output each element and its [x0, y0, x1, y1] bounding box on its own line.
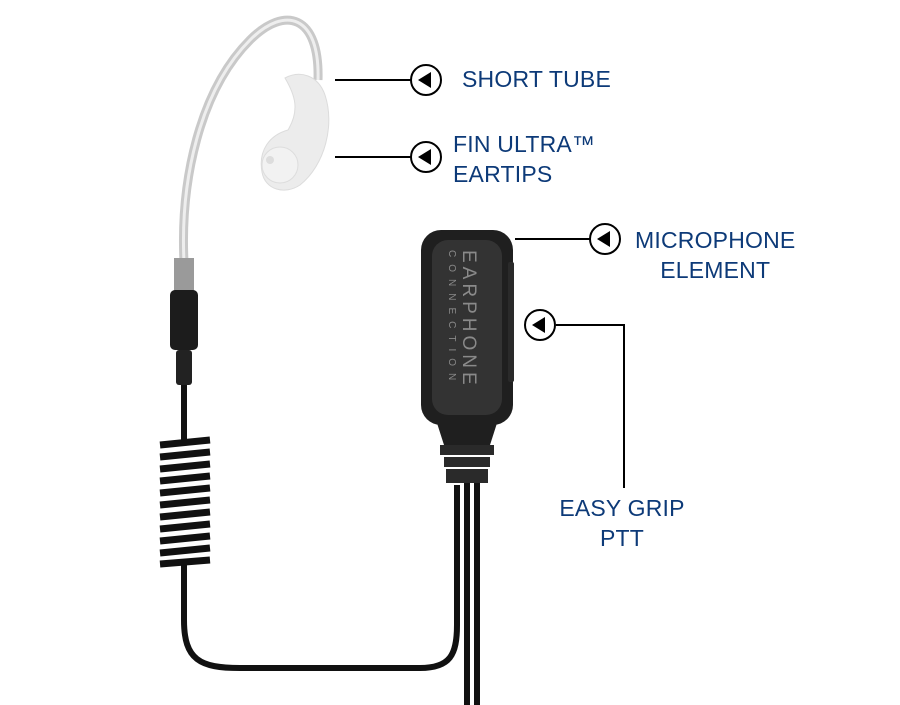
label-fin-ultra-eartips: FIN ULTRA™ EARTIPS	[453, 131, 596, 187]
label-short-tube: SHORT TUBE	[462, 66, 611, 92]
brand-logo: EARPHONE CONNECTION	[446, 250, 479, 389]
label-microphone-element: MICROPHONE ELEMENT	[635, 227, 796, 283]
label-easy-grip-ptt: EASY GRIP PTT	[559, 495, 685, 551]
coiled-cable	[181, 385, 460, 671]
fin-eartip	[260, 73, 330, 191]
ptt-microphone-body	[421, 230, 514, 705]
coil	[159, 436, 211, 568]
jack-connector	[174, 258, 194, 298]
callout-lines	[335, 79, 625, 488]
